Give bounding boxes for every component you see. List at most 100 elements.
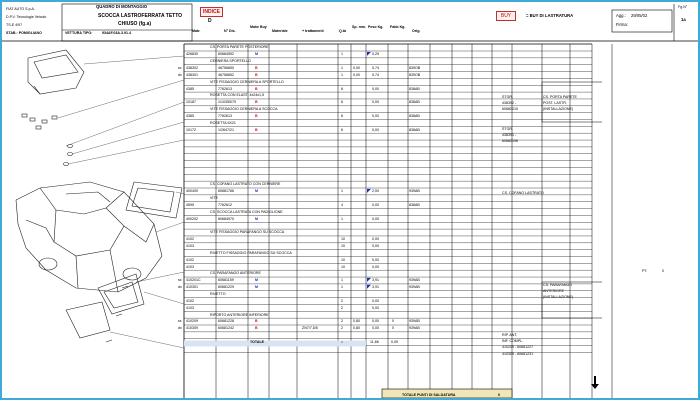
qty-cell: 10 xyxy=(341,244,345,249)
qty-cell: 1 xyxy=(341,52,343,57)
side-note: POST. LASTR. xyxy=(543,101,567,106)
side-note: (INSTALLAZIONE) xyxy=(543,295,574,300)
column-header: + trattamenti xyxy=(302,29,324,33)
sp-cell: 0,00 xyxy=(353,72,360,77)
group-label: VITE FISSAGGIO PARAFANGO SU SCOCCA xyxy=(210,230,285,235)
flag-marker xyxy=(367,188,371,193)
make-buy-cell: M xyxy=(255,52,258,57)
side-note: RIP. ANT. xyxy=(502,333,518,337)
buy-button[interactable]: BUY xyxy=(496,11,516,21)
vettura-code: 934AF.03A.3.91.4 xyxy=(102,31,131,35)
column-header: Q.tà xyxy=(339,29,346,33)
qty-cell: 1 xyxy=(341,72,343,77)
group-label: CS. SCOCCA LASTRATA CON PADIGLIONE xyxy=(210,209,283,214)
peso-cell: 3,91 xyxy=(372,278,379,283)
qty-cell: 6 xyxy=(341,127,343,132)
group-label: RIVETTO FISSAGGIO PARAFANGO SU SCOCCA xyxy=(210,250,292,255)
peso-cell: 0,00 xyxy=(372,319,379,324)
peso-cell: 0,74 xyxy=(372,65,379,70)
dis-cell: 60681228 xyxy=(218,319,234,324)
department-name: D.P.V. Tecnologie Veicolo xyxy=(6,15,47,19)
group-label: VITE FISSAGGIO CERNIERA A SCOCCA xyxy=(210,107,278,112)
side-note: STGR. xyxy=(502,127,513,131)
group-label: CERNIERA SPORTELLO xyxy=(210,59,251,64)
peso-cell: 0,00 xyxy=(372,257,379,262)
orig-cell: 939AB xyxy=(409,319,420,324)
orig-cell: 838AB xyxy=(409,127,420,132)
fabb-cell: 0 xyxy=(392,319,394,324)
matr-cell: 438302 xyxy=(186,65,198,70)
make-buy-cell: M xyxy=(255,189,258,194)
peso-cell: 0,00 xyxy=(372,216,379,221)
group-label: CS. PORTA PARETE POSTERIORE xyxy=(210,45,269,50)
fg-value: 1a xyxy=(681,17,686,22)
total-fabb: 0,00 xyxy=(391,339,398,344)
column-header: Matr. xyxy=(192,29,201,33)
make-buy-cell: B xyxy=(255,65,258,70)
group-label: RIVETTO xyxy=(210,292,226,296)
side-note: INF. COMPL. xyxy=(502,339,524,344)
buy-legend: = BUY DI LASTRATURA xyxy=(526,13,574,18)
make-buy-cell: M xyxy=(255,285,258,290)
qty-cell: 2 xyxy=(341,305,343,310)
peso-cell: 0,74 xyxy=(372,72,379,77)
quadro-label: QUADRO DI MONTAGGIO xyxy=(96,4,148,9)
column-header: Sp. mm. xyxy=(352,25,366,29)
matr-cell: 410301 xyxy=(186,285,198,290)
qty-cell: 10 xyxy=(341,237,345,242)
group-label: ROSETTA CON ELAST. 4x24x1,5 xyxy=(210,93,265,98)
orig-cell: 939AB xyxy=(409,285,420,290)
group-label: RIPORTO ANTERIORE INFERIORE xyxy=(210,312,269,317)
qty-cell: 4 xyxy=(341,202,343,207)
matr-cell: 4385 xyxy=(186,86,194,91)
dis-cell: 60681229 xyxy=(218,285,234,290)
matr-cell: 4103 xyxy=(186,264,194,269)
dis-cell: 7762613 xyxy=(218,113,232,118)
make-buy-cell: B xyxy=(255,319,258,324)
column-header: Materiale xyxy=(272,29,288,33)
arrow-down-icon[interactable] xyxy=(590,376,600,390)
side-note: STGR. xyxy=(502,95,513,99)
trat-cell: ZN7/7,5/5 xyxy=(302,326,318,331)
side-note: PT. xyxy=(642,269,648,273)
page-title-line2: CHIUSO (fg.a) xyxy=(118,21,152,27)
side-note: 438391 - xyxy=(502,133,517,138)
matr-cell: 400400 xyxy=(186,189,198,194)
matr-cell: 4103 xyxy=(186,305,194,310)
side-label: sx xyxy=(178,278,182,283)
fg-label: Fg.N° xyxy=(678,5,688,9)
orig-cell: 839OB xyxy=(409,72,421,77)
matr-cell: 400202 xyxy=(186,216,198,221)
qty-cell: 1 xyxy=(341,65,343,70)
qty-cell: 1 xyxy=(341,278,343,283)
page-title-line1: SCOCCA LASTROFERRATA TETTO xyxy=(98,13,183,19)
matr-cell: 4102 xyxy=(186,298,194,303)
dis-cell: 46756852 xyxy=(218,72,234,77)
matr-cell: 410309 xyxy=(186,326,198,331)
column-header: Make Buy xyxy=(250,25,267,29)
dis-cell: 1/10355/79 xyxy=(218,100,236,105)
matr-cell: 438301 xyxy=(186,72,198,77)
total-peso: 11,66 xyxy=(370,339,379,344)
indice-button[interactable]: INDICE xyxy=(200,7,223,17)
side-note: CS. PORTA PARETE xyxy=(543,95,577,99)
side-note: 410209 - 60681227 xyxy=(502,345,534,350)
column-header: N° Dis. xyxy=(224,29,236,33)
group-label: CS. PARAFANGO ANTERIORE xyxy=(210,271,261,276)
dis-cell: 60681766 xyxy=(218,189,234,194)
side-note: 438392 - xyxy=(502,101,517,106)
stab-label: STAB.: POMIGLIANO xyxy=(6,31,42,35)
peso-cell: 0,00 xyxy=(372,244,379,249)
make-buy-cell: B xyxy=(255,113,258,118)
side-label: dx xyxy=(178,326,182,331)
make-buy-cell: B xyxy=(255,326,258,331)
peso-cell: 0,00 xyxy=(372,237,379,242)
side-label: sx xyxy=(178,65,182,70)
dis-cell: 60681242 xyxy=(218,326,234,331)
dis-cell: 46756850 xyxy=(218,65,234,70)
peso-cell: 3,91 xyxy=(372,285,379,290)
flag-marker xyxy=(367,51,371,56)
qty-cell: 6 xyxy=(341,86,343,91)
